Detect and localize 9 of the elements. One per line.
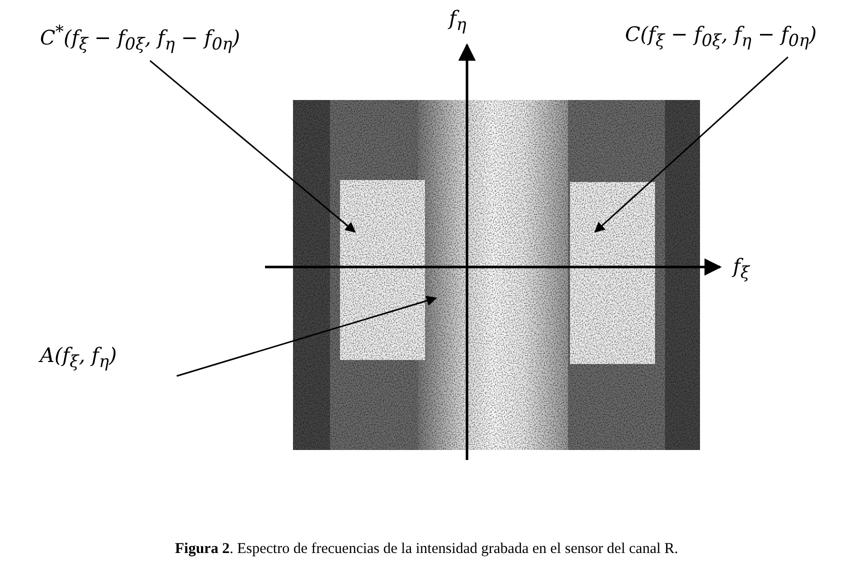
formula-label: A(f$_{ξ}$, f$_{η}$)	[40, 343, 117, 372]
leader-arrow	[176, 296, 437, 377]
leader-arrow	[150, 60, 356, 233]
figure-caption: Figura 2. Espectro de frecuencias de la intensidad grabada en el sensor del canal R.	[175, 541, 678, 558]
axis-label: f$_{ξ}$	[733, 254, 750, 283]
axis-label: f$_{η}$	[449, 6, 466, 35]
leader-arrow	[594, 56, 788, 233]
formula-label: C(f$_{ξ}$ − f$_{0ξ}$, f$_{η}$ − f$_{0η}$)	[625, 22, 817, 51]
formula-label: C$^{*}$(f$_{ξ}$ − f$_{0ξ}$, f$_{η}$ − f$_{0η}$)	[40, 22, 240, 55]
